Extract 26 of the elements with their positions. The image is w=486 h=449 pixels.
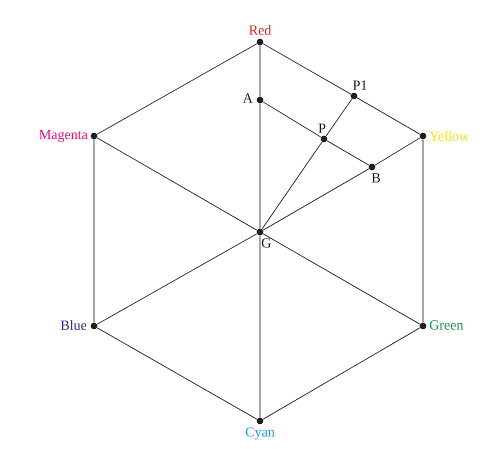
point-label: Blue [60,320,86,330]
point-label: A [242,93,253,103]
line [326,98,352,137]
line [96,137,258,231]
line [96,233,258,325]
point-label: P1 [353,80,367,90]
point-label: Cyan [246,427,275,440]
point-label: Yellow [429,131,469,141]
line [262,233,420,325]
line [262,141,322,230]
line [422,139,424,323]
point-label: Magenta [39,130,88,142]
line [262,327,420,420]
point-label: Red [249,24,272,35]
line [326,140,370,166]
line [96,43,258,135]
point-label: P [318,124,326,133]
line [96,327,258,420]
point-label: B [372,173,380,182]
point-label: G [262,238,271,248]
line [262,168,370,231]
line [374,137,420,166]
line [262,43,352,95]
point-label: Green [430,320,464,330]
line [356,97,420,135]
line [262,101,322,138]
